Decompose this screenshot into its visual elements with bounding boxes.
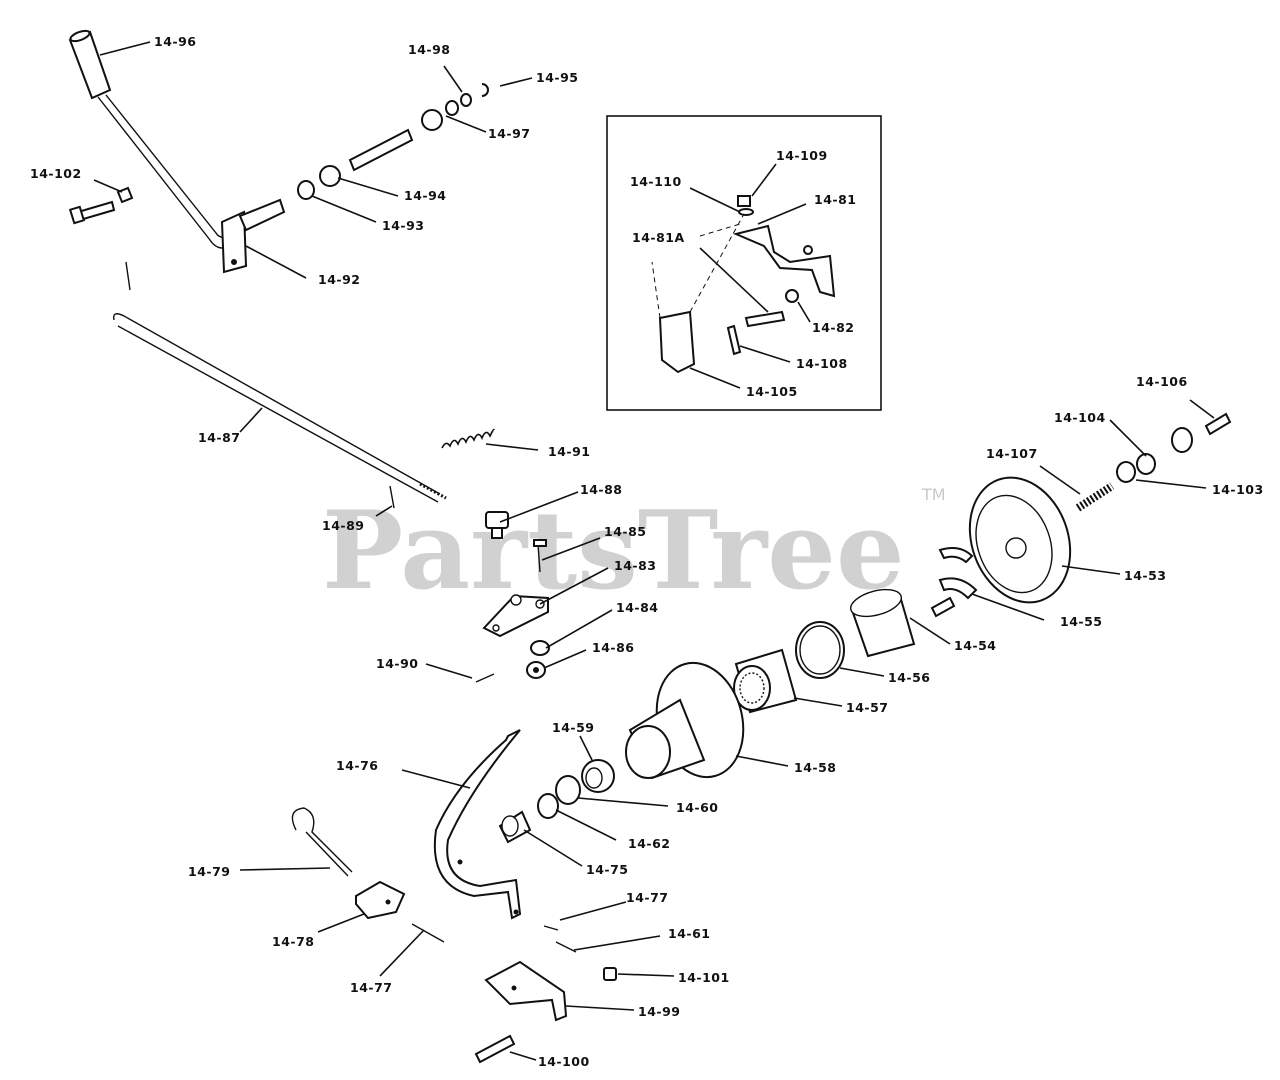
label-14-101: 14-101 — [678, 970, 730, 985]
label-14-55: 14-55 — [1060, 614, 1102, 629]
label-14-56: 14-56 — [888, 670, 930, 685]
label-14-86: 14-86 — [592, 640, 634, 655]
label-14-97: 14-97 — [488, 126, 530, 141]
label-14-76: 14-76 — [336, 758, 378, 773]
label-14-99: 14-99 — [638, 1004, 680, 1019]
label-14-107: 14-107 — [986, 446, 1038, 461]
lower-lever — [291, 729, 617, 1064]
inset-bracket-detail — [606, 115, 882, 411]
label-14-85: 14-85 — [604, 524, 646, 539]
washer-14-98 — [445, 100, 459, 116]
label-14-61: 14-61 — [668, 926, 710, 941]
label-14-57: 14-57 — [846, 700, 888, 715]
retaining-ring-14-95 — [481, 83, 489, 97]
pivot-shaft — [348, 128, 414, 172]
pulley-assembly — [498, 412, 1232, 844]
label-14-59: 14-59 — [552, 720, 594, 735]
label-14-54: 14-54 — [954, 638, 996, 653]
label-14-91: 14-91 — [548, 444, 590, 459]
label-14-95: 14-95 — [536, 70, 578, 85]
label-14-108: 14-108 — [796, 356, 848, 371]
label-14-58: 14-58 — [794, 760, 836, 775]
label-14-102: 14-102 — [30, 166, 82, 181]
label-14-75: 14-75 — [586, 862, 628, 877]
lever-assembly — [68, 29, 489, 291]
bushing-14-93 — [297, 180, 315, 200]
label-14-105: 14-105 — [746, 384, 798, 399]
handle-grip — [68, 29, 112, 100]
label-14-98: 14-98 — [408, 42, 450, 57]
label-14-96: 14-96 — [154, 34, 196, 49]
part-labels: 14-96 14-98 14-95 14-97 14-102 14-94 14-… — [30, 34, 1264, 1069]
bushing-14-94 — [319, 165, 341, 187]
label-14-103: 14-103 — [1212, 482, 1264, 497]
lever-rod-edge — [105, 94, 233, 239]
leader-lines — [93, 41, 1215, 1061]
washer — [460, 93, 472, 107]
label-14-92: 14-92 — [318, 272, 360, 287]
label-14-87: 14-87 — [198, 430, 240, 445]
label-14-81A: 14-81A — [632, 230, 685, 245]
spring — [441, 428, 495, 449]
bushing-14-97 — [421, 109, 443, 131]
label-14-81: 14-81 — [814, 192, 856, 207]
label-14-77-lower: 14-77 — [350, 980, 392, 995]
label-14-53: 14-53 — [1124, 568, 1166, 583]
label-14-83: 14-83 — [614, 558, 656, 573]
cotter-pin — [125, 261, 131, 291]
link-rod — [113, 313, 447, 503]
watermark-text: PartsTree — [322, 488, 905, 614]
label-14-110: 14-110 — [630, 174, 682, 189]
label-14-77-upper: 14-77 — [626, 890, 668, 905]
label-14-78: 14-78 — [272, 934, 314, 949]
label-14-89: 14-89 — [322, 518, 364, 533]
label-14-60: 14-60 — [676, 800, 718, 815]
pivot-parts — [475, 511, 550, 683]
pin-14-89 — [389, 485, 395, 509]
label-14-82: 14-82 — [812, 320, 854, 335]
label-14-104: 14-104 — [1054, 410, 1106, 425]
label-14-90: 14-90 — [376, 656, 418, 671]
watermark-trademark: TM — [921, 485, 946, 504]
label-14-94: 14-94 — [404, 188, 446, 203]
label-14-62: 14-62 — [628, 836, 670, 851]
label-14-93: 14-93 — [382, 218, 424, 233]
lever-plate — [220, 198, 286, 274]
label-14-109: 14-109 — [776, 148, 828, 163]
label-14-79: 14-79 — [188, 864, 230, 879]
label-14-106: 14-106 — [1136, 374, 1188, 389]
bolt-14-102 — [68, 186, 134, 225]
watermark: PartsTree TM — [322, 485, 946, 614]
label-14-88: 14-88 — [580, 482, 622, 497]
label-14-84: 14-84 — [616, 600, 658, 615]
label-14-100: 14-100 — [538, 1054, 590, 1069]
